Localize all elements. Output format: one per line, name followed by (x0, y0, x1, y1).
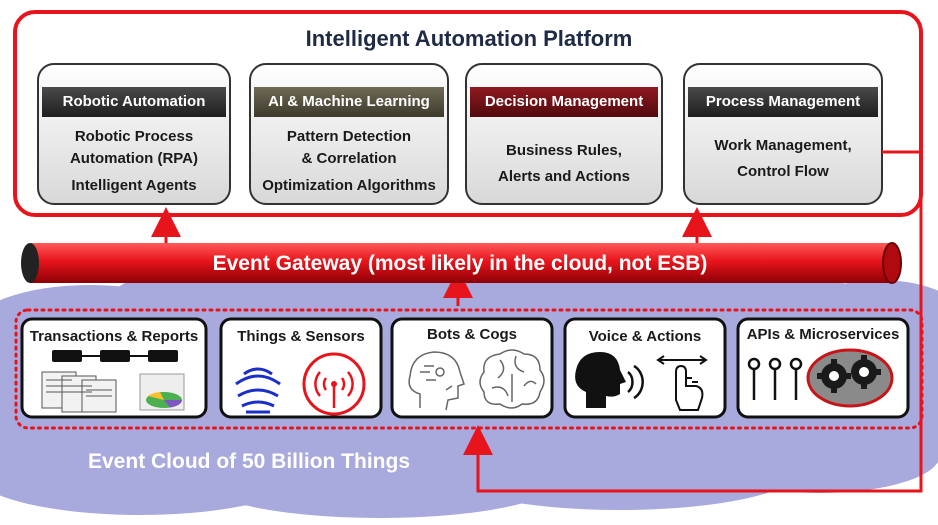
source-title-bots-cogs: Bots & Cogs (427, 326, 517, 343)
capability-line: & Correlation (301, 150, 397, 167)
pie-chart-icon (139, 373, 185, 411)
document-stack-icon (41, 371, 117, 413)
capability-line: Alerts and Actions (498, 168, 630, 185)
event-gateway-label: Event Gateway (most likely in the cloud,… (212, 252, 708, 275)
arrows-up-to-platform (151, 207, 712, 306)
workflow-chain-icon (52, 350, 178, 362)
source-title-voice-actions: Voice & Actions (588, 328, 702, 345)
event-cloud-label: Event Cloud of 50 Billion Things (88, 450, 411, 473)
feedback-loop-arrow (463, 150, 923, 493)
gears-icon (806, 348, 894, 408)
capability-line: Work Management, (714, 137, 852, 154)
capability-body-decision-management: Business Rules, Alerts and Actions (470, 138, 658, 190)
capability-line: Pattern Detection (286, 128, 412, 145)
event-gateway-pipe (21, 242, 902, 284)
capability-title-robotic-automation: Robotic Automation (62, 93, 206, 110)
broadcast-wave-icon (235, 367, 281, 414)
api-pins-icon (747, 357, 803, 400)
capability-line: Automation (RPA) (69, 150, 199, 167)
capability-box-decision-management (465, 63, 663, 205)
capability-body-ai-machine-learning: Pattern Detection & Correlation Optimiza… (254, 126, 444, 197)
speaking-head-icon (575, 352, 644, 408)
source-title-transactions-reports: Transactions & Reports (29, 328, 199, 345)
capability-title-decision-management: Decision Management (484, 93, 644, 110)
capability-title-ai-machine-learning: AI & Machine Learning (268, 93, 430, 110)
sources-dotted-container (14, 308, 924, 430)
robot-head-icon (408, 351, 465, 411)
capability-line: Intelligent Agents (71, 177, 197, 194)
swipe-hand-icon (656, 355, 708, 411)
antenna-signal-icon (302, 352, 366, 416)
capability-box-robotic-automation (37, 63, 231, 205)
source-title-things-sensors: Things & Sensors (237, 328, 365, 345)
capability-line: Business Rules, (506, 142, 622, 159)
capability-line: Control Flow (737, 163, 829, 180)
capability-title-process-management: Process Management (705, 93, 861, 110)
capability-box-ai-machine-learning (249, 63, 449, 205)
source-title-apis-microservices: APIs & Microservices (746, 326, 900, 343)
capability-box-process-management (683, 63, 883, 205)
capability-line: Robotic Process (74, 128, 194, 145)
capability-body-robotic-automation: Robotic Process Automation (RPA) Intelli… (42, 126, 226, 197)
brain-icon (479, 349, 545, 409)
capability-line: Optimization Algorithms (262, 177, 436, 194)
platform-title: Intelligent Automation Platform (305, 26, 633, 51)
capability-body-process-management: Work Management, Control Flow (688, 133, 878, 185)
